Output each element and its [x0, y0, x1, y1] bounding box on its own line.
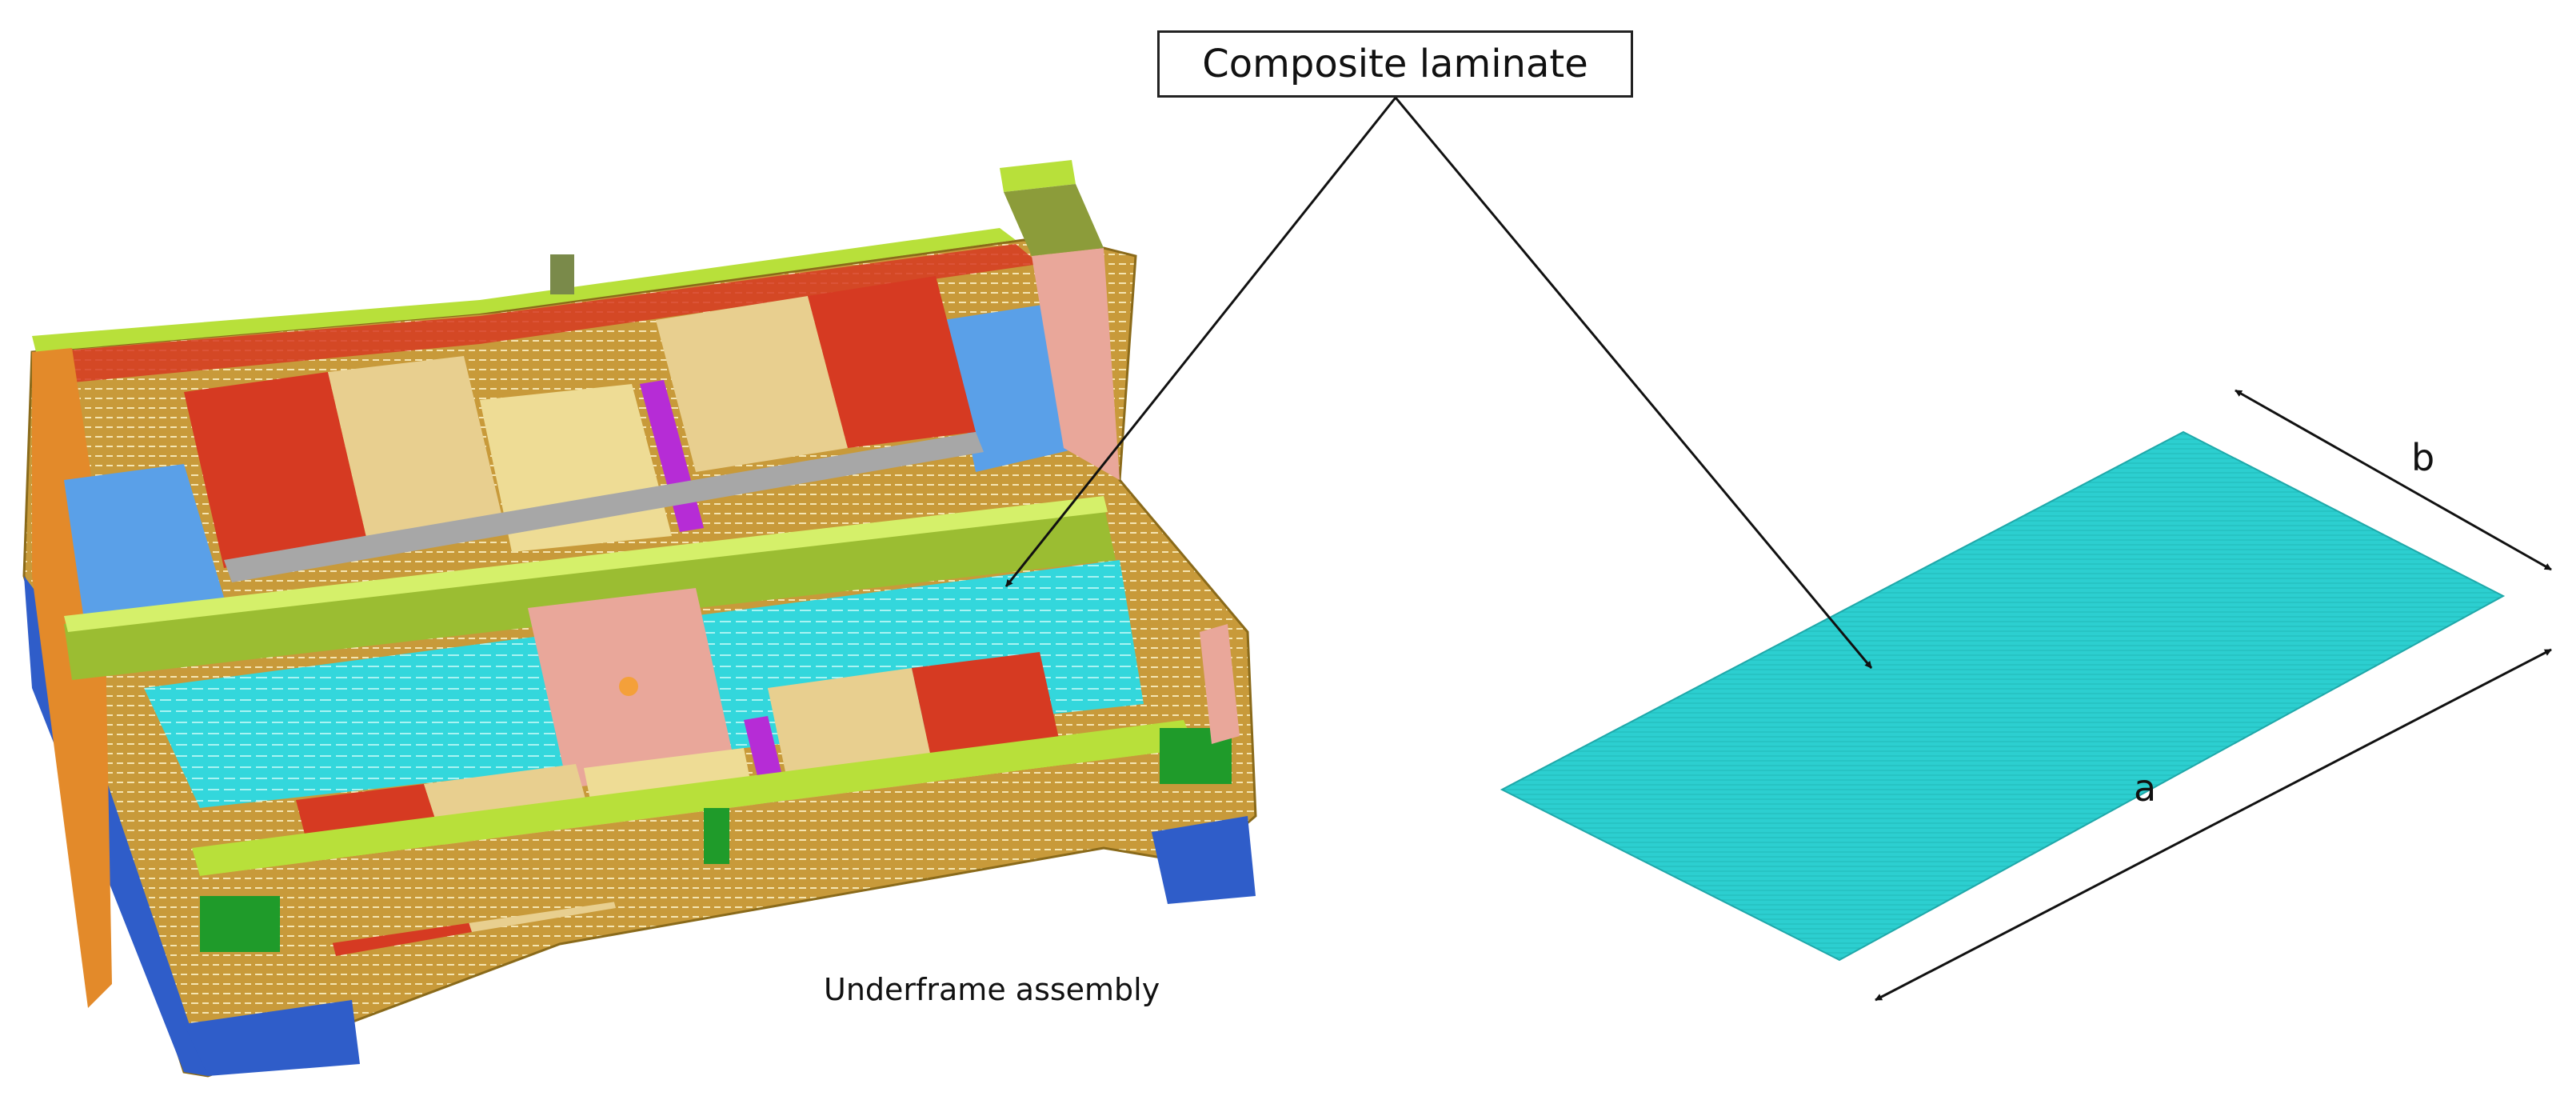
panel-upper-grey-shelf — [224, 432, 984, 582]
frame-corner-post-right-front — [1200, 624, 1240, 744]
frame-corner-post-back-right — [1000, 160, 1076, 192]
frame-corner-post-back-right-body — [1004, 184, 1104, 256]
frame-blue-foot-left — [184, 1000, 360, 1076]
frame-front-wall — [200, 748, 1204, 960]
dimension-arrow-a — [1875, 648, 2552, 1002]
dimension-label-b: b — [2411, 436, 2435, 479]
frame-blue-foot-right — [1152, 816, 1256, 904]
frame-center-beam — [64, 504, 1116, 680]
panel-upper-red-left — [184, 372, 368, 568]
panel-upper-tan-right — [656, 296, 848, 472]
underframe-caption: Underframe assembly — [824, 972, 1160, 1007]
laminate-plate — [1500, 430, 2506, 962]
frame-front-rail — [192, 720, 1196, 876]
frame-right-end-wall — [1032, 248, 1120, 480]
frame-green-post-center — [704, 808, 729, 864]
underframe-assembly — [22, 160, 1257, 1078]
frame-center-beam-top — [64, 496, 1108, 632]
composite-laminate-callout: Composite laminate — [1157, 30, 1633, 98]
frame-back-wall — [48, 244, 1040, 384]
dimension-label-a: a — [2134, 766, 2157, 810]
frame-right-lightblue — [944, 304, 1080, 472]
frame-green-block-left — [200, 896, 280, 952]
panel-upper-tan-left — [328, 356, 504, 544]
frame-top-post-center — [550, 254, 574, 294]
callout-label: Composite laminate — [1202, 42, 1588, 86]
panel-upper-red-right — [808, 276, 976, 448]
callout-arrow-to-plate — [1394, 97, 1873, 669]
callout-arrow-to-underframe — [1004, 97, 1397, 587]
dimension-arrow-b — [2235, 389, 2552, 571]
frame-back-top-lime — [32, 228, 1016, 352]
panel-center-dot — [619, 677, 638, 696]
laminate-plate-group — [1500, 430, 2506, 962]
